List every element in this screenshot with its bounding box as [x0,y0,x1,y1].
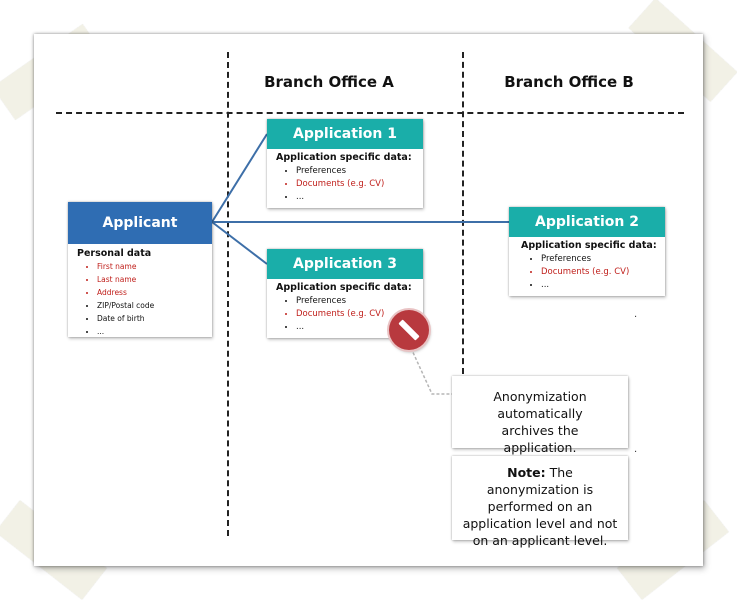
application1-caption: Application specific data: [276,152,412,163]
application3-caption: Application specific data: [276,282,412,293]
application1-item: Documents (e.g. CV) [296,178,423,190]
stray-mark: . [634,444,638,455]
application1-list: Preferences Documents (e.g. CV) ... [276,165,423,203]
no-entry-slash [398,319,420,341]
applicant-list: First name Last name Address ZIP/Postal … [77,261,212,338]
note-label: Note: [507,465,546,480]
application3-list: Preferences Documents (e.g. CV) ... [276,295,423,333]
callout-text: Anonymization automatically archives the… [493,389,587,455]
connector-applicant-app3 [211,221,268,265]
application2-caption: Application specific data: [521,240,657,251]
connector-applicant-app1 [211,133,268,223]
note-box: Note: The anonymization is performed on … [452,456,628,548]
stray-mark: . [634,309,638,320]
note-body: Note: The anonymization is performed on … [452,456,628,549]
branch-b-header: Branch Office B [504,73,634,91]
application1-item: Preferences [296,165,423,177]
application2-title: Application 2 [509,207,665,237]
application2-item: ... [541,279,665,291]
header-divider [56,112,684,114]
applicant-caption: Personal data [77,248,152,259]
applicant-item: Date of birth [97,313,212,325]
applicant-title: Applicant [68,202,212,244]
applicant-item: Address [97,287,212,299]
note-text: The anonymization is performed on an app… [462,465,618,548]
applicant-item: First name [97,261,212,273]
no-entry-icon [389,310,429,350]
anonymization-callout: Anonymization automatically archives the… [452,376,628,455]
applicant-item: ... [97,326,212,338]
application1-box: Application 1 Application specific data:… [267,119,423,208]
applicant-item: ZIP/Postal code [97,300,212,312]
application1-item: ... [296,191,423,203]
callout-leader [410,347,452,395]
application2-item: Preferences [541,253,665,265]
column-divider-a [227,52,229,536]
application1-title: Application 1 [267,119,423,149]
applicant-box: Applicant Personal data First name Last … [68,202,212,337]
application2-box: Application 2 Application specific data:… [509,207,665,296]
application3-item: Documents (e.g. CV) [296,308,423,320]
applicant-item: Last name [97,274,212,286]
column-divider-b [462,52,464,374]
application2-list: Preferences Documents (e.g. CV) ... [521,253,665,291]
application3-title: Application 3 [267,249,423,279]
application3-item: Preferences [296,295,423,307]
application2-item: Documents (e.g. CV) [541,266,665,278]
branch-a-header: Branch Office A [264,73,394,91]
application3-item: ... [296,321,423,333]
